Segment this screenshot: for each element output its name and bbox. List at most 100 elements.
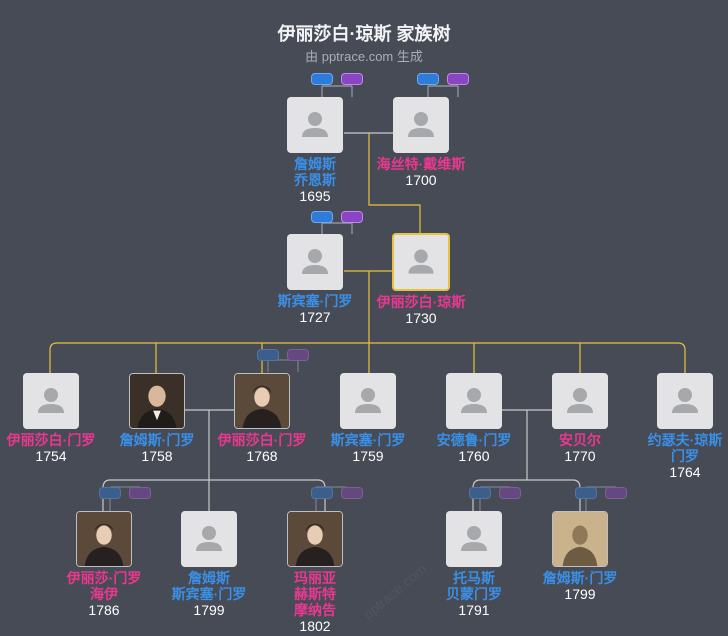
portrait-photo[interactable] [234,373,290,429]
person-silhouette-icon [567,388,593,413]
father-link-icon[interactable] [99,487,121,499]
person-name-line: 赫斯特 [294,586,336,602]
person-silhouette-icon [461,388,487,413]
person-name[interactable]: 詹姆斯斯宾塞·门罗 [154,570,264,602]
person-name[interactable]: 玛丽亚赫斯特摩纳告 [260,570,370,618]
mother-link-icon[interactable] [605,487,627,499]
person-name-line: 门罗 [671,448,699,464]
person-name-line: 玛丽亚 [294,570,336,586]
mother-link-icon[interactable] [341,487,363,499]
person-silhouette-icon [38,388,64,413]
person-silhouette-icon [461,526,487,551]
portrait-photo[interactable] [76,511,132,567]
person-silhouette-icon [408,249,434,274]
mother-link-icon[interactable] [447,73,469,85]
person-name-line: 詹姆斯·门罗 [542,570,618,586]
portrait-image [553,512,607,566]
avatar-placeholder[interactable] [287,97,343,153]
avatar-placeholder[interactable] [340,373,396,429]
mother-link-icon[interactable] [341,211,363,223]
birth-year: 1799 [193,602,225,618]
father-link-icon[interactable] [417,73,439,85]
person-name[interactable]: 约瑟夫·琼斯门罗 [630,432,728,464]
birth-year: 1786 [88,602,120,618]
birth-year: 1727 [299,309,331,325]
portrait-image [288,512,342,566]
person-name[interactable]: 伊丽莎白·门罗 [0,432,106,448]
birth-year: 1695 [299,188,331,204]
descent-line [368,133,421,234]
avatar-placeholder[interactable] [23,373,79,429]
person-name[interactable]: 詹姆斯·门罗 [102,432,212,448]
person-name[interactable]: 詹姆斯·门罗 [525,570,635,586]
person-name-line: 斯宾塞·门罗 [171,586,247,602]
portrait-image [130,374,184,428]
father-link-icon[interactable] [311,211,333,223]
person-name[interactable]: 安贝尔 [525,432,635,448]
person-name[interactable]: 托马斯贝蒙门罗 [419,570,529,602]
descent-line [472,410,581,511]
avatar-placeholder[interactable] [393,97,449,153]
avatar-placeholder[interactable] [181,511,237,567]
father-link-icon[interactable] [575,487,597,499]
birth-year: 1700 [405,172,437,188]
mother-link-icon[interactable] [129,487,151,499]
person-name-line: 托马斯 [453,570,495,586]
birth-year: 1791 [458,602,490,618]
person-name-line: 斯宾塞·门罗 [330,432,406,448]
person-silhouette-icon [302,249,328,274]
father-link-icon[interactable] [311,73,333,85]
person-name[interactable]: 詹姆斯乔恩斯 [260,156,370,188]
person-silhouette-icon [355,388,381,413]
avatar-placeholder[interactable] [287,234,343,290]
portrait-photo[interactable] [129,373,185,429]
person-name[interactable]: 斯宾塞·门罗 [313,432,423,448]
portrait-photo[interactable] [287,511,343,567]
father-link-icon[interactable] [311,487,333,499]
person-name[interactable]: 海丝特·戴维斯 [366,156,476,172]
person-name-line: 安贝尔 [559,432,601,448]
avatar-placeholder[interactable] [446,373,502,429]
avatar-placeholder[interactable] [392,233,450,291]
person-name-line: 伊丽莎白·琼斯 [376,294,466,310]
portrait-photo[interactable] [552,511,608,567]
avatar-placeholder[interactable] [446,511,502,567]
person-name[interactable]: 安德鲁·门罗 [419,432,529,448]
person-name-line: 乔恩斯 [294,172,336,188]
father-link-icon[interactable] [257,349,279,361]
birth-year: 1802 [299,618,331,634]
person-name-line: 摩纳告 [294,602,336,618]
birth-year: 1758 [141,448,173,464]
person-name-line: 海丝特·戴维斯 [376,156,466,172]
mother-link-icon[interactable] [499,487,521,499]
person-silhouette-icon [196,526,222,551]
person-name[interactable]: 伊丽莎白·琼斯 [366,294,476,310]
father-link-icon[interactable] [469,487,491,499]
mother-link-icon[interactable] [287,349,309,361]
person-silhouette-icon [408,112,434,137]
mother-link-icon[interactable] [341,73,363,85]
person-name-line: 安德鲁·门罗 [436,432,512,448]
person-name[interactable]: 伊丽莎·门罗海伊 [49,570,159,602]
page-title: 伊丽莎白·琼斯 家族树 [277,24,451,44]
avatar-placeholder[interactable] [657,373,713,429]
person-name[interactable]: 伊丽莎白·门罗 [207,432,317,448]
person-name[interactable]: 斯宾塞·门罗 [260,293,370,309]
avatar-placeholder[interactable] [552,373,608,429]
